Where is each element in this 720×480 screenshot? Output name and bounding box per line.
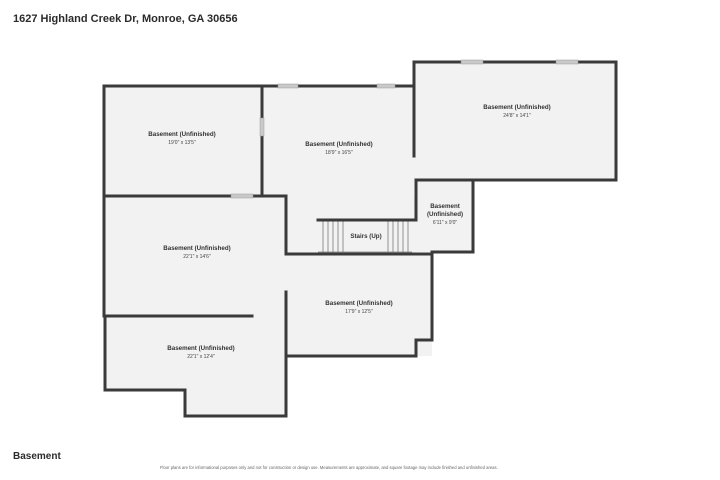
stairs-label: Stairs (Up) xyxy=(350,233,381,240)
room-dimensions: 19'0" x 13'5" xyxy=(168,140,196,146)
room-label: Basement (Unfinished) xyxy=(325,300,392,307)
room-label: Basement (Unfinished) xyxy=(167,345,234,352)
room-dimensions: 22'1" x 12'4" xyxy=(187,354,215,360)
room-dimensions: 6'11" x 9'0" xyxy=(433,220,457,226)
floor-title: Basement xyxy=(13,451,61,462)
room-label-line1: Basement xyxy=(430,203,460,210)
floor-fill xyxy=(104,62,616,416)
room-dimensions: 17'9" x 12'5" xyxy=(345,309,373,315)
windows xyxy=(230,59,579,199)
walls xyxy=(102,60,618,418)
disclaimer-text: Floor plans are for informational purpos… xyxy=(160,465,498,470)
room-labels: Basement (Unfinished) 19'0" x 13'5" Base… xyxy=(148,104,550,360)
room-dimensions: 18'9" x 16'5" xyxy=(325,150,353,156)
room-label: Basement (Unfinished) xyxy=(148,131,215,138)
room-dimensions: 22'1" x 14'6" xyxy=(183,254,211,260)
room-label: Basement (Unfinished) xyxy=(483,104,550,111)
room-label: Basement (Unfinished) xyxy=(163,245,230,252)
room-label: Basement (Unfinished) xyxy=(305,141,372,148)
room-label-line2: (Unfinished) xyxy=(427,211,463,218)
room-dimensions: 24'8" x 14'1" xyxy=(503,113,531,119)
property-address: 1627 Highland Creek Dr, Monroe, GA 30656 xyxy=(13,13,238,25)
